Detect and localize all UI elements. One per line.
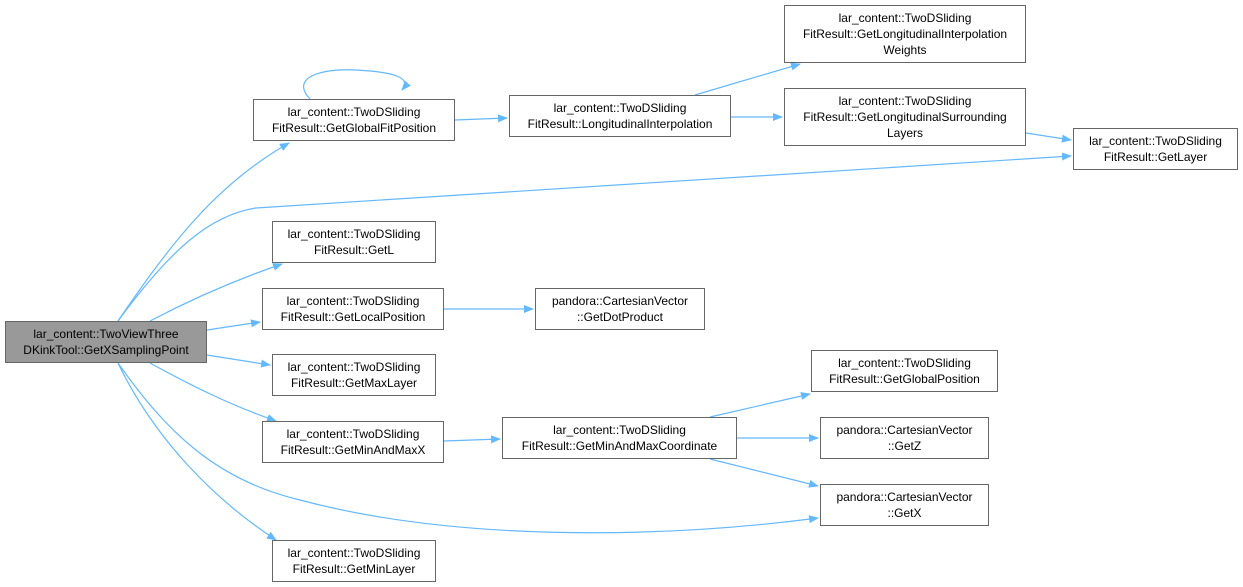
- node-label-line: lar_content::TwoDSliding: [553, 101, 687, 115]
- node-label-line: FitResult::GetMinLayer: [292, 562, 416, 576]
- node-label-line: FitResult::GetLocalPosition: [280, 310, 426, 324]
- edge-gmamc-to-gggp: [709, 392, 811, 418]
- edge-gmamx-to-gmamc: [443, 435, 501, 444]
- node-getz[interactable]: pandora::CartesianVector::GetZ: [820, 417, 989, 459]
- node-label-line: FitResult::GetGlobalFitPosition: [271, 121, 437, 135]
- node-label-line: FitResult::GetLongitudinalSurrounding: [803, 110, 1007, 124]
- node-getx[interactable]: pandora::CartesianVector::GetX: [820, 484, 989, 526]
- edge-gmamc-to-getx: [709, 458, 819, 488]
- edge-root-to-ggfp: [117, 142, 290, 322]
- edge-root-to-getx: [117, 362, 819, 534]
- edge-ggfp-to-ggfp: [303, 69, 411, 100]
- edge-root-to-gmamx: [149, 362, 277, 422]
- node-label-line: lar_content::TwoDSliding: [287, 105, 421, 119]
- node-label-line: FitResult::LongitudinalInterpolation: [527, 117, 713, 131]
- edge-root-to-glp: [206, 319, 261, 331]
- edge-root-to-gminl: [117, 362, 277, 541]
- edge-root-to-gmaxl: [206, 354, 271, 368]
- node-label-line: lar_content::TwoDSliding: [287, 227, 421, 241]
- node-label-line: DKinkTool::GetXSamplingPoint: [23, 343, 189, 357]
- node-label-line: pandora::CartesianVector: [836, 490, 973, 504]
- node-label-line: lar_content::TwoDSliding: [287, 546, 421, 560]
- node-label-line: lar_content::TwoDSliding: [553, 423, 686, 437]
- node-label-line: FitResult::GetLayer: [1103, 150, 1208, 164]
- node-label-line: lar_content::TwoDSliding: [838, 11, 972, 25]
- node-label-line: lar_content::TwoDSliding: [286, 427, 420, 441]
- node-label-line: ::GetDotProduct: [576, 310, 664, 324]
- node-label-line: Layers: [886, 126, 924, 140]
- node-label-line: FitResult::GetMinAndMaxX: [280, 443, 426, 457]
- node-label-line: pandora::CartesianVector: [836, 423, 973, 437]
- node-label-line: FitResult::GetLongitudinalInterpolation: [802, 27, 1008, 41]
- node-label-line: lar_content::TwoDSliding: [287, 360, 421, 374]
- node-label-line: FitResult::GetGlobalPosition: [829, 372, 980, 386]
- node-label-line: FitResult::GetMaxLayer: [290, 376, 418, 390]
- node-label-line: Weights: [883, 43, 927, 57]
- edge-root-to-gl: [117, 152, 1072, 322]
- edge-li-to-gliw: [694, 62, 801, 96]
- edge-glsl-to-gl: [1025, 132, 1072, 143]
- node-label-line: ::GetX: [887, 506, 922, 520]
- node-label-line: FitResult::GetL: [313, 243, 395, 257]
- node-label-line: lar_content::TwoDSliding: [1089, 134, 1222, 148]
- node-label-line: lar_content::TwoDSliding: [838, 356, 971, 370]
- node-label-line: lar_content::TwoDSliding: [838, 94, 972, 108]
- node-label-line: pandora::CartesianVector: [551, 294, 689, 308]
- node-label-line: lar_content::TwoDSliding: [286, 294, 420, 308]
- edge-root-to-getl: [149, 263, 283, 322]
- node-label-line: lar_content::TwoViewThree: [33, 327, 179, 341]
- node-label-line: FitResult::GetMinAndMaxCoordinate: [521, 439, 718, 453]
- node-getdotproduct[interactable]: pandora::CartesianVector::GetDotProduct: [535, 288, 705, 330]
- edge-ggfp-to-li: [454, 114, 508, 123]
- node-label-line: ::GetZ: [887, 439, 922, 453]
